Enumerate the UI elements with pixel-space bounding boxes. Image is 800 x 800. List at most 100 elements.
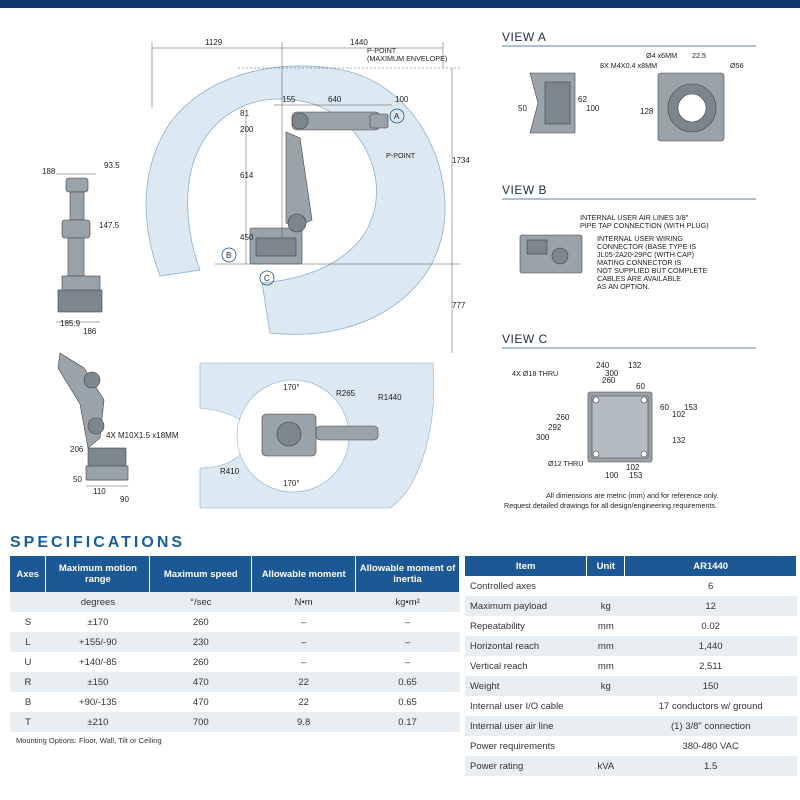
info-table-cell: Power rating bbox=[465, 756, 587, 776]
view-a-dim-50: 50 bbox=[518, 104, 527, 113]
note-request: Request detailed drawings for all design… bbox=[504, 501, 717, 510]
p-point-label: P-POINT bbox=[386, 151, 416, 160]
dim-188: 188 bbox=[42, 167, 56, 176]
axes-header-moment: Allowable moment bbox=[251, 556, 357, 592]
dim-640: 640 bbox=[328, 95, 342, 104]
axes-table-cell: 22 bbox=[298, 696, 309, 708]
view-a-dim-22-5: 22.5 bbox=[692, 51, 706, 60]
axes-table-cell: 0.65 bbox=[355, 672, 460, 692]
axes-table-cell: +155/-90 bbox=[45, 632, 150, 652]
view-c-dim-260a: 260 bbox=[602, 376, 616, 385]
view-a-holes: 8X M4X0.4 x8MM bbox=[600, 61, 657, 70]
dim-450: 450 bbox=[240, 233, 254, 242]
dim-100: 100 bbox=[395, 95, 409, 104]
dim-206: 206 bbox=[70, 445, 84, 454]
info-table-cell: Maximum payload bbox=[465, 596, 587, 616]
info-table-cell bbox=[587, 576, 625, 596]
view-c-holes-12: Ø12 THRU bbox=[548, 459, 583, 468]
axes-table-cell: – bbox=[301, 616, 307, 628]
view-c-title: VIEW C bbox=[502, 332, 548, 346]
view-b-title: VIEW B bbox=[502, 183, 547, 197]
view-c-dim-100: 100 bbox=[605, 471, 619, 480]
info-table-cell: 380-480 VAC bbox=[682, 740, 739, 752]
wrist-side-drawing: 4X M10X1.5 x18MM 206 50 110 90 bbox=[57, 352, 179, 504]
view-c-holes-18: 4X Ø18 THRU bbox=[512, 369, 558, 378]
info-table-cell: mm bbox=[586, 636, 625, 656]
axes-unit-cell: N•m bbox=[251, 592, 356, 612]
view-b: VIEW B INTERNAL USER AIR LINES 3/8" PIPE… bbox=[502, 183, 756, 291]
info-table-cell: mm bbox=[597, 620, 614, 632]
axes-table-cell: +140/-85 bbox=[79, 656, 117, 668]
axes-table-cell: T bbox=[10, 712, 46, 732]
info-table-cell: 6 bbox=[708, 580, 714, 592]
info-table-cell: 1,440 bbox=[624, 636, 797, 656]
info-table-cell: 150 bbox=[624, 676, 797, 696]
info-table-cell: Power requirements bbox=[470, 740, 556, 752]
view-c-dim-60a: 60 bbox=[636, 382, 645, 391]
info-table-cell: 0.02 bbox=[701, 620, 720, 632]
callout-c: C bbox=[264, 274, 270, 283]
info-table-cell: Repeatability bbox=[470, 620, 525, 632]
axes-header-speed: Maximum speed bbox=[149, 556, 253, 592]
info-table-row: Controlled axes 6 bbox=[465, 576, 797, 596]
dim-90: 90 bbox=[120, 495, 129, 504]
info-table-cell: 12 bbox=[624, 596, 797, 616]
axes-table-cell: ±170 bbox=[87, 616, 109, 628]
axes-table-cell: R bbox=[10, 672, 46, 692]
info-table-cell bbox=[586, 716, 625, 736]
axes-header-inertia: Allowable moment of inertia bbox=[355, 556, 460, 592]
view-b-wiring-4: MATING CONNECTOR IS bbox=[597, 258, 682, 267]
axes-table-cell: ±210 bbox=[45, 712, 150, 732]
axes-table-cell: – bbox=[251, 632, 356, 652]
view-c-dim-300b: 300 bbox=[536, 433, 550, 442]
axes-table-cell: 470 bbox=[192, 696, 209, 708]
view-c-dim-132b: 132 bbox=[672, 436, 686, 445]
axes-table-cell: – bbox=[355, 632, 460, 652]
callout-b: B bbox=[226, 251, 231, 260]
info-table-cell: Vertical reach bbox=[470, 660, 528, 672]
view-b-wiring-7: AS AN OPTION. bbox=[597, 282, 650, 291]
technical-drawings: 1129 1440 155 640 100 81 200 614 450 173… bbox=[42, 30, 756, 510]
view-b-wiring-5: NOT SUPPLIED BUT COMPLETE bbox=[597, 266, 708, 275]
view-c-dim-300a: 300 bbox=[605, 369, 619, 378]
info-table-row: Repeatability mm 0.02 bbox=[465, 616, 797, 636]
info-table-cell: Internal user I/O cable bbox=[470, 700, 564, 712]
info-table-cell: mm bbox=[597, 660, 614, 672]
dim-93-5: 93.5 bbox=[104, 161, 120, 170]
axes-table-cell: B bbox=[24, 696, 32, 708]
top-view-drawing: 170° R265 R1440 R410 170° bbox=[199, 362, 435, 509]
axes-table-cell: 0.17 bbox=[355, 712, 460, 732]
info-table-row: Internal user air line(1) 3/8" connectio… bbox=[465, 716, 797, 736]
view-a-dim-128: 128 bbox=[640, 107, 654, 116]
dim-777: 777 bbox=[452, 301, 466, 310]
info-table-cell: 17 conductors w/ ground bbox=[658, 700, 763, 712]
radius-410: R410 bbox=[220, 467, 240, 476]
view-a-dia56: Ø56 bbox=[730, 61, 744, 70]
view-c-dim-260b: 260 bbox=[556, 413, 570, 422]
view-b-wiring-6: CABLES ARE AVAILABLE bbox=[597, 274, 681, 283]
view-b-air-lines-2: PIPE TAP CONNECTION (WITH PLUG) bbox=[580, 221, 709, 230]
axes-table-cell: 230 bbox=[149, 632, 252, 652]
view-c-dim-292: 292 bbox=[548, 423, 562, 432]
info-header-item: Item bbox=[465, 556, 588, 576]
radius-265: R265 bbox=[336, 389, 356, 398]
view-c-dim-240: 240 bbox=[596, 361, 610, 370]
axes-unit-cell: kg•m² bbox=[355, 592, 460, 612]
robot-side-view bbox=[249, 111, 389, 265]
axes-table-cell: ±150 bbox=[45, 672, 150, 692]
dim-1129: 1129 bbox=[205, 38, 223, 47]
info-table-cell: Controlled axes bbox=[470, 580, 537, 592]
info-table-cell: (1) 3/8" connection bbox=[624, 716, 797, 736]
view-c: VIEW C 4X Ø18 THRU Ø12 THRU 240 132 300 … bbox=[502, 332, 756, 480]
dim-186: 186 bbox=[83, 327, 97, 336]
axes-table-cell: 470 bbox=[149, 672, 252, 692]
info-table-cell bbox=[587, 736, 625, 756]
